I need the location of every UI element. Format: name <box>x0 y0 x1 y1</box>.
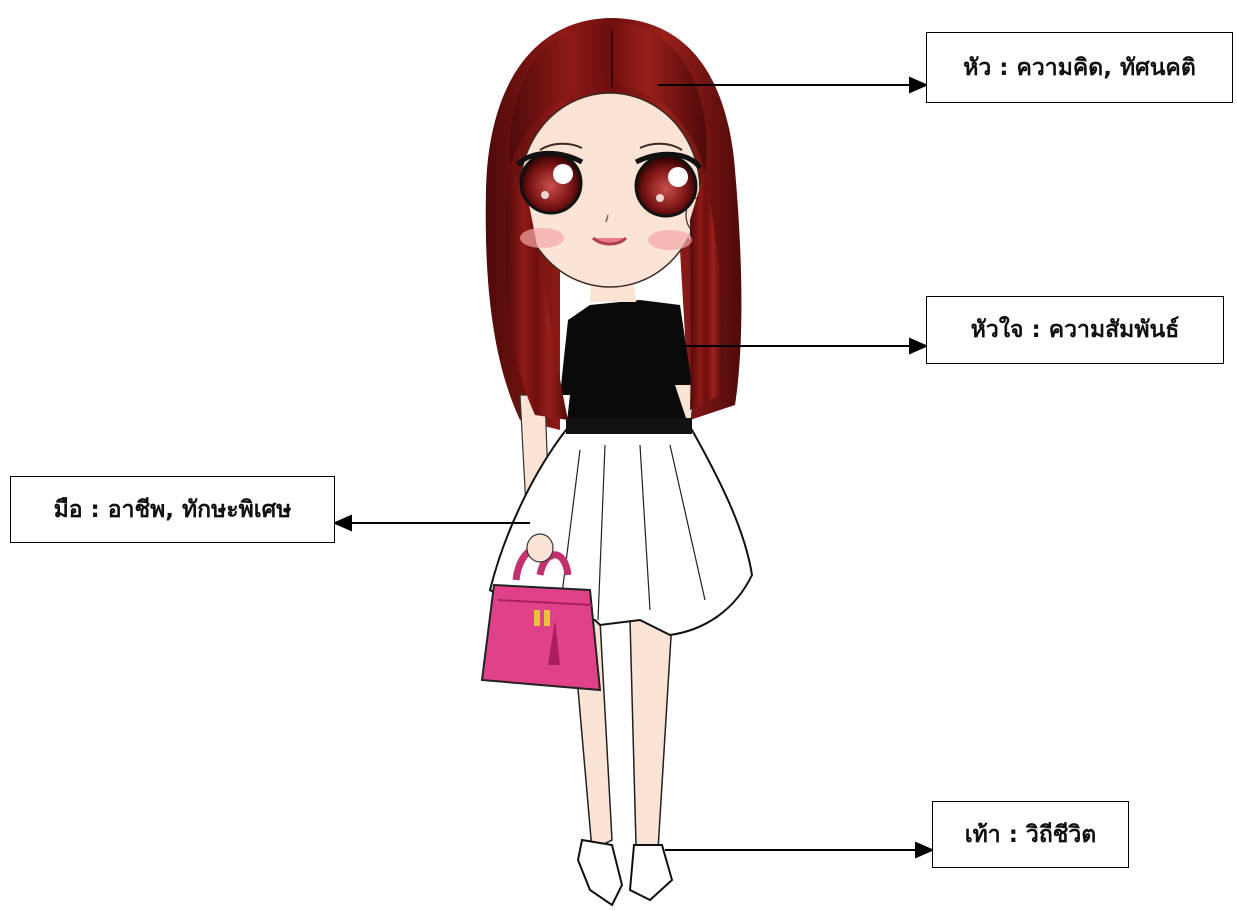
label-feet-text: เท้า : วิถีชีวิต <box>964 821 1097 848</box>
label-heart-text: หัวใจ : ความสัมพันธ์ <box>970 317 1180 343</box>
waistband <box>566 418 692 434</box>
label-hands: มือ : อาชีพ, ทักษะพิเศษ <box>10 476 335 543</box>
right-eye <box>634 154 698 218</box>
pointer-hands <box>332 514 530 532</box>
label-hands-text: มือ : อาชีพ, ทักษะพิเศษ <box>53 496 292 523</box>
pointer-heart <box>680 337 929 355</box>
pointer-feet <box>665 841 935 859</box>
label-feet: เท้า : วิถีชีวิต <box>932 801 1129 868</box>
label-heart: หัวใจ : ความสัมพันธ์ <box>926 296 1224 364</box>
right-leg <box>629 619 673 851</box>
skirt <box>488 429 754 637</box>
label-head-text: หัว : ความคิด, ทัศนคติ <box>963 54 1196 81</box>
hair-front <box>509 22 707 175</box>
right-shoe <box>628 844 674 902</box>
pointer-head <box>658 76 929 94</box>
label-head: หัว : ความคิด, ทัศนคติ <box>926 32 1233 103</box>
left-eye <box>519 151 583 215</box>
black-top <box>560 300 692 430</box>
left-shoe <box>576 838 624 907</box>
